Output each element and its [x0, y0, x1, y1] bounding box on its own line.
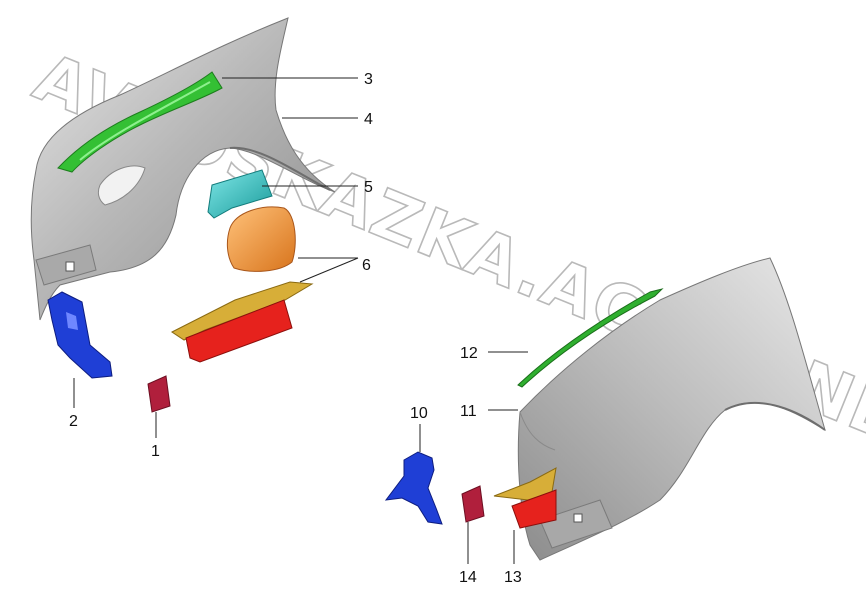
part-6-wheel-arch-liner[interactable]: [171, 281, 314, 363]
part-2-blue-bracket[interactable]: [47, 291, 113, 379]
part-10-blue-bracket[interactable]: [384, 451, 443, 525]
callout-6: 6: [362, 257, 371, 274]
part-1-crimson-pad[interactable]: [147, 375, 171, 413]
part-13-wheel-arch-liner[interactable]: [493, 467, 557, 529]
callout-10: 10: [410, 405, 428, 422]
part-11-right-quarter-panel[interactable]: [517, 257, 826, 561]
callout-5: 5: [364, 179, 373, 196]
callout-14: 14: [459, 569, 477, 586]
part-4-left-quarter-panel[interactable]: [30, 17, 336, 321]
callout-labels: 3 4 5 6 2 1 12 11 10 14 13: [69, 71, 522, 586]
part-5-cyan-bracket[interactable]: [207, 169, 273, 219]
part-3-upper-reinforcement[interactable]: [57, 71, 223, 173]
part-6-orange-block[interactable]: [226, 206, 296, 272]
callout-11: 11: [460, 403, 477, 420]
callout-4: 4: [364, 111, 373, 128]
part-14-crimson-pad[interactable]: [461, 485, 485, 523]
callout-12: 12: [460, 345, 478, 362]
leader-lines: [73, 77, 528, 564]
callout-13: 13: [504, 569, 522, 586]
callout-2: 2: [69, 413, 78, 430]
callout-3: 3: [364, 71, 373, 88]
part-12-green-strip[interactable]: [517, 288, 664, 388]
callout-1: 1: [151, 443, 160, 460]
